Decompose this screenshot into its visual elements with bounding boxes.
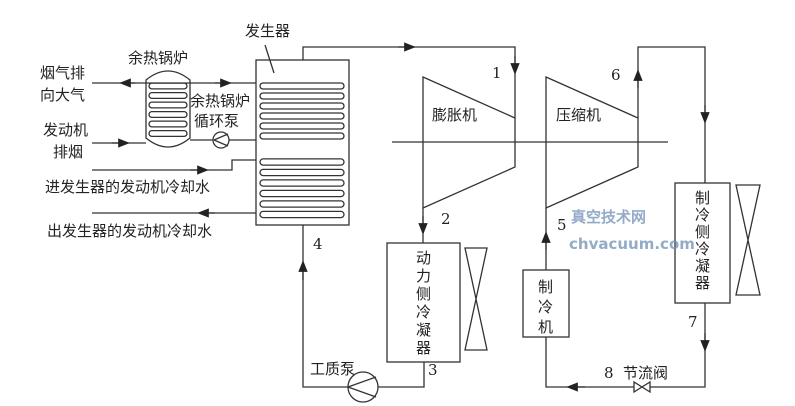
coil-tube (148, 120, 188, 128)
coil-tube (148, 101, 188, 109)
compressor (545, 75, 639, 210)
working-pump-label: 工质泵 (310, 360, 355, 378)
exhaust-out-label-2: 向大气 (40, 86, 85, 104)
power-condenser-char: 凝 (416, 321, 431, 339)
working-fluid-pump-icon (347, 371, 379, 403)
power-condenser-char: 动 (416, 249, 431, 267)
coil-tube (259, 82, 345, 90)
coil-tube (259, 158, 345, 166)
state-point-1: 1 (492, 64, 502, 82)
throttle-valve-icon (633, 380, 651, 394)
circ-pump-label-2: 循环泵 (194, 112, 239, 130)
fan-icon-2 (735, 184, 761, 296)
expander-label: 膨胀机 (432, 106, 477, 124)
coil-tube (259, 132, 345, 140)
refrig-condenser-char: 制 (695, 189, 710, 207)
coil-tube (259, 92, 345, 100)
coolant-out-label: 出发生器的发动机冷却水 (47, 222, 212, 240)
generator-label: 发生器 (245, 22, 290, 40)
watermark-url: chvacuum.com (569, 235, 695, 253)
fan-icon (464, 247, 488, 351)
coil-tube (148, 92, 188, 100)
waste-heat-boiler (145, 70, 191, 148)
state-point-5: 5 (557, 216, 567, 234)
coil-tube (259, 200, 345, 208)
coil-tube (148, 82, 188, 90)
refrigerator-char: 冷 (538, 298, 553, 316)
coil-tube (148, 129, 188, 137)
refrigeration-side-condenser (674, 182, 731, 304)
refrig-condenser-char: 凝 (695, 257, 710, 275)
refrig-condenser-char: 冷 (695, 206, 710, 224)
power-condenser-char: 器 (416, 339, 431, 357)
engine-exhaust-label-2: 排烟 (53, 143, 83, 161)
power-condenser-char: 侧 (416, 285, 431, 303)
coil-tube (259, 112, 345, 120)
compressor-label: 压缩机 (556, 106, 601, 124)
refrig-condenser-char: 器 (695, 274, 710, 292)
state-point-2: 2 (441, 210, 451, 228)
circ-pump-label: 余热锅炉 (190, 92, 250, 110)
coil-tube (259, 189, 345, 198)
engine-exhaust-label: 发动机 (43, 121, 88, 139)
generator (255, 44, 350, 226)
state-point-3: 3 (428, 361, 438, 379)
coolant-in-label: 进发生器的发动机冷却水 (45, 178, 210, 196)
state-point-6: 6 (611, 66, 621, 84)
refrig-condenser-char: 冷 (695, 240, 710, 258)
throttle-valve-label: 节流阀 (623, 364, 668, 382)
waste-heat-boiler-label: 余热锅炉 (128, 49, 188, 67)
coil-tube (148, 111, 188, 119)
refrigerator-char: 制 (538, 278, 553, 296)
coil-tube (259, 102, 345, 110)
circulation-pump-icon (212, 131, 230, 149)
refrig-condenser-char: 侧 (695, 223, 710, 241)
state-point-4: 4 (313, 235, 323, 253)
coil-tube (259, 210, 345, 219)
state-point-8: 8 (604, 364, 614, 382)
refrigerator-char: 机 (538, 318, 553, 336)
watermark-title: 真空技术网 (571, 208, 646, 226)
power-condenser-char: 力 (416, 267, 431, 285)
coil-tube (259, 179, 345, 187)
power-condenser-char: 冷 (416, 303, 431, 321)
coil-tube (259, 168, 345, 177)
coil-tube (259, 122, 345, 130)
state-point-7: 7 (688, 313, 698, 331)
expander (422, 75, 516, 210)
exhaust-out-label: 烟气排 (40, 64, 85, 82)
